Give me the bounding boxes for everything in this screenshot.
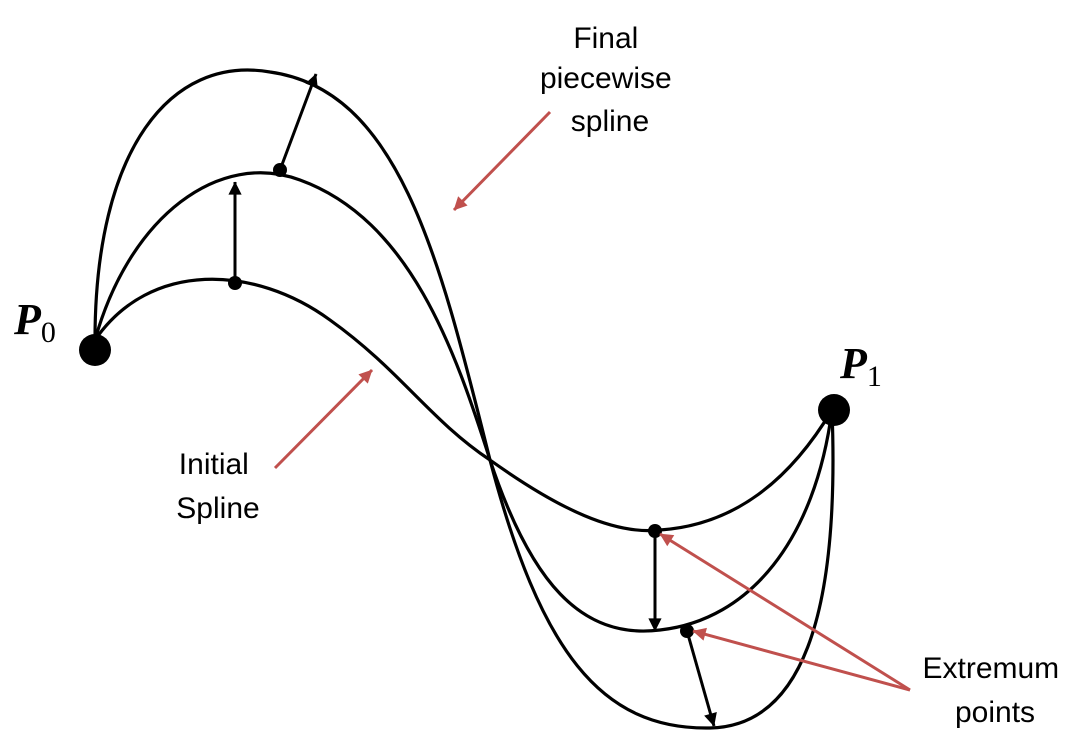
final-piecewise-spline-curve [93, 68, 835, 730]
p0-endpoint [79, 334, 111, 366]
extremum-point-dot [273, 163, 287, 177]
extremum-point-dot [648, 524, 662, 538]
displacement-arrow-2 [278, 73, 318, 171]
extremum-pointer-arrow-2 [692, 627, 911, 692]
displacement-arrow-4 [685, 630, 717, 727]
final-spline-label: Final piecewise spline [540, 22, 680, 138]
extremum-point-dot [228, 276, 242, 290]
p1-label: P1 [839, 339, 882, 393]
extremum-points-label: Extremum points [922, 652, 1067, 729]
extremum-pointer-arrow-1 [659, 532, 911, 692]
final-spline-pointer-arrow [452, 110, 552, 212]
initial-spline-label: Initial Spline [176, 448, 259, 525]
p1-endpoint [818, 394, 850, 426]
intermediate-spline-curve [93, 171, 834, 633]
initial-spline-pointer-arrow [273, 368, 374, 470]
extremum-point-dot [680, 624, 694, 638]
p0-label: P0 [13, 295, 56, 349]
